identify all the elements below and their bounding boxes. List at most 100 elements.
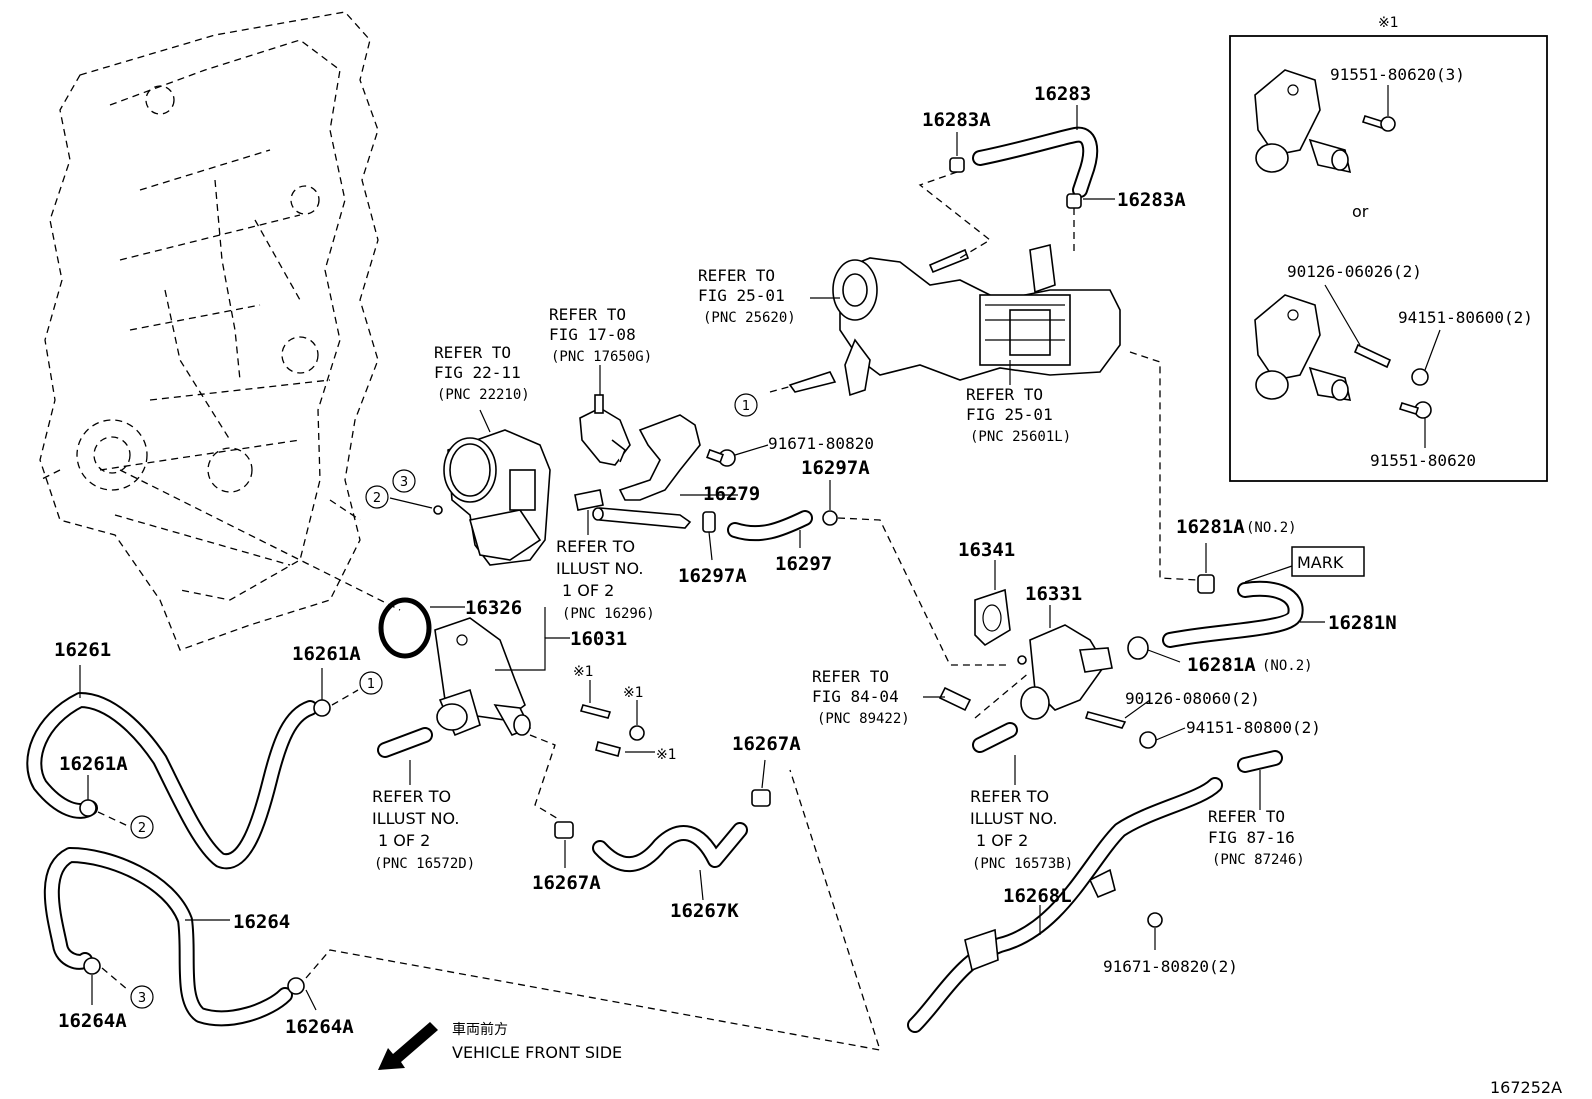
svg-text:FIG 22-11: FIG 22-11 <box>434 363 521 382</box>
svg-text:REFER TO: REFER TO <box>812 667 889 686</box>
svg-text:FIG 25-01: FIG 25-01 <box>966 405 1053 424</box>
svg-text:REFER TO: REFER TO <box>966 385 1043 404</box>
svg-text:REFER TO: REFER TO <box>970 787 1049 806</box>
ref-89422: REFER TO FIG 84-04 (PNC 89422) <box>812 667 910 727</box>
vacuum-switching-valve <box>579 365 631 466</box>
ref-17650G: REFER TO FIG 17-08 (PNC 17650G) <box>549 305 652 365</box>
svg-text:(PNC 25601L): (PNC 25601L) <box>970 429 1071 445</box>
svg-text:ILLUST NO.: ILLUST NO. <box>970 809 1057 828</box>
svg-text:FIG 87-16: FIG 87-16 <box>1208 828 1295 847</box>
star1-label-c: ※1 <box>656 747 677 763</box>
bracket-16279 <box>592 414 738 529</box>
label-16283A-top: 16283A <box>922 109 991 131</box>
clamp-16264A-left <box>83 957 129 1005</box>
hose-16261 <box>26 665 318 870</box>
label-16331: 16331 <box>1025 583 1082 605</box>
egr-assembly <box>769 244 1121 397</box>
arrow-down-left-icon <box>378 1022 438 1070</box>
leaders-outlet <box>430 606 570 671</box>
star1-label-b: ※1 <box>623 685 644 701</box>
clamp-16283A-right <box>1066 193 1115 255</box>
hose-16297 <box>727 510 813 548</box>
pipe-16296 <box>574 489 604 535</box>
svg-text:FIG 84-04: FIG 84-04 <box>812 687 899 706</box>
label-90126-08060: 90126-08060(2) <box>1125 689 1260 708</box>
ref-16572D: REFER TO ILLUST NO. 1 OF 2 (PNC 16572D) <box>372 787 475 872</box>
label-16297: 16297 <box>775 553 832 575</box>
label-16264A-right: 16264A <box>285 1016 354 1038</box>
hose-16264 <box>43 847 293 1027</box>
label-16281A-top-note: (NO.2) <box>1246 520 1297 536</box>
figure-id: 167252A <box>1490 1078 1562 1097</box>
clamp-16267A-bottom <box>529 734 574 868</box>
inset-or: or <box>1352 202 1369 221</box>
label-16281A-bottom: 16281A <box>1187 654 1256 676</box>
hose-16267K <box>592 822 748 901</box>
svg-text:(PNC 16296): (PNC 16296) <box>562 606 655 622</box>
label-16297A-bottom: 16297A <box>678 565 747 587</box>
label-91671-80820: 91671-80820 <box>768 434 874 453</box>
clamp-16297A-right <box>822 480 1010 666</box>
clamp-16281A-bottom <box>1127 636 1181 663</box>
label-94151-80800: 94151-80800(2) <box>1186 718 1321 737</box>
label-16268L: 16268L <box>1003 885 1072 907</box>
label-16279: 16279 <box>703 483 760 505</box>
thermostat-housing-16331 <box>1017 605 1113 720</box>
water-outlet-16031 <box>434 617 532 737</box>
svg-text:ILLUST NO.: ILLUST NO. <box>556 559 643 578</box>
hose-16572D <box>377 727 433 785</box>
label-16264A-left: 16264A <box>58 1010 127 1032</box>
inset-title: ※1 <box>1378 15 1399 31</box>
label-16031: 16031 <box>570 628 627 650</box>
ref-87246: REFER TO FIG 87-16 (PNC 87246) <box>1208 807 1305 868</box>
inset-94151-80600: 94151-80600(2) <box>1398 308 1533 327</box>
svg-text:(PNC 17650G): (PNC 17650G) <box>551 349 652 365</box>
svg-text:2: 2 <box>138 821 146 836</box>
hose-16281N <box>1162 565 1325 648</box>
inset-91551-80620-3: 91551-80620(3) <box>1330 65 1465 84</box>
label-mark: MARK <box>1297 553 1344 572</box>
label-16326: 16326 <box>465 597 522 619</box>
direction-japanese: 車両前方 <box>452 1021 508 1038</box>
svg-text:(PNC 16573B): (PNC 16573B) <box>972 856 1073 872</box>
callout-3-hose: 3 <box>130 985 154 1009</box>
mark-box <box>1291 546 1365 577</box>
label-16267A-bottom: 16267A <box>532 872 601 894</box>
label-16297A-top: 16297A <box>801 457 870 479</box>
label-16267A-top: 16267A <box>732 733 801 755</box>
hose-87246 <box>1237 750 1283 810</box>
callout-3-throttle: 3 <box>392 469 416 493</box>
label-16341: 16341 <box>958 539 1015 561</box>
svg-text:2: 2 <box>373 491 381 506</box>
svg-text:REFER TO: REFER TO <box>1208 807 1285 826</box>
svg-text:(PNC 87246): (PNC 87246) <box>1212 852 1305 868</box>
clamp-16281A-top <box>1129 351 1215 594</box>
label-16281A-top: 16281A <box>1176 516 1245 538</box>
inset-outlet-top <box>1254 69 1396 174</box>
pipe-16268L <box>907 777 1223 1033</box>
svg-text:REFER TO: REFER TO <box>698 266 775 285</box>
clamp-16297A-left <box>702 511 716 561</box>
clamp-16261A-left <box>79 775 129 827</box>
inset-91551-80620: 91551-80620 <box>1370 451 1476 470</box>
svg-text:1 OF 2: 1 OF 2 <box>976 831 1028 850</box>
gasket-16326 <box>378 597 432 659</box>
bolt-91671-80820 <box>706 444 769 467</box>
ref-25620: REFER TO FIG 25-01 (PNC 25620) <box>698 266 796 326</box>
nut-94151-80800 <box>1139 727 1186 749</box>
label-16261A-top: 16261A <box>292 643 361 665</box>
svg-text:1 OF 2: 1 OF 2 <box>378 831 430 850</box>
egr-hose-16283 <box>972 105 1099 198</box>
ref-25601L: REFER TO FIG 25-01 (PNC 25601L) <box>966 385 1071 445</box>
inset-90126-06026: 90126-06026(2) <box>1287 262 1422 281</box>
svg-text:(PNC 22210): (PNC 22210) <box>437 387 530 403</box>
svg-text:(PNC 25620): (PNC 25620) <box>703 310 796 326</box>
svg-text:REFER TO: REFER TO <box>434 343 511 362</box>
label-16261: 16261 <box>54 639 111 661</box>
label-16283A-right: 16283A <box>1117 189 1186 211</box>
star1-label-a: ※1 <box>573 664 594 680</box>
svg-text:FIG 25-01: FIG 25-01 <box>698 286 785 305</box>
gasket-16341 <box>974 560 1011 647</box>
svg-text:(PNC 89422): (PNC 89422) <box>817 711 910 727</box>
